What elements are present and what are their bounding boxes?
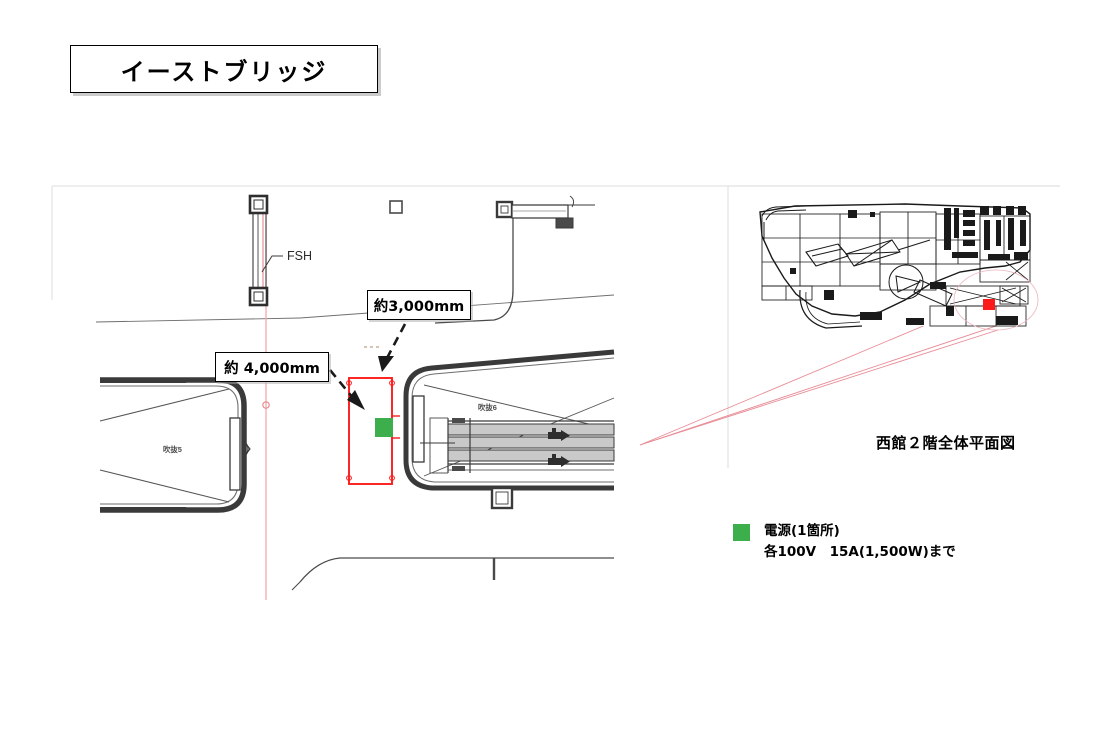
plan-frame	[51, 185, 729, 468]
column-marker-top	[389, 200, 403, 214]
inset-caption: 西館２階全体平面図	[876, 434, 1016, 452]
callout-leader-arrows	[328, 323, 407, 399]
escalator-direction-arrow	[548, 454, 570, 467]
power-outlet-marker	[375, 418, 393, 437]
dimension-callout-3000-label: 約3,000mm	[373, 298, 465, 315]
label-void-right: 吹抜6	[478, 403, 497, 412]
power-legend-line1: 電源(1箇所)	[764, 523, 840, 539]
power-legend-line2: 各100V 15A(1,500W)まで	[764, 543, 956, 560]
inset-floor-plan	[742, 196, 1040, 331]
power-legend: 電源(1箇所) 各100V 15A(1,500W)まで	[733, 521, 956, 563]
dimension-callout-4000: 約 4,000mm	[215, 352, 329, 382]
upper-right-wall	[495, 195, 595, 229]
label-fsh: FSH	[287, 249, 312, 263]
centerline-node	[262, 401, 270, 409]
power-legend-swatch	[733, 524, 750, 541]
escalator-direction-arrow	[548, 428, 570, 441]
lower-wall	[291, 557, 614, 591]
dimension-callout-4000-label: 約 4,000mm	[224, 360, 320, 377]
inset-location-marker	[983, 299, 995, 310]
dimension-callout-3000: 約3,000mm	[367, 290, 471, 320]
void-structure-left	[99, 377, 251, 513]
page-title: イーストブリッジ	[120, 57, 328, 86]
callout-arrowheads	[347, 356, 394, 410]
label-void-left: 吹抜5	[163, 445, 182, 454]
page-title-box: イーストブリッジ	[70, 45, 378, 93]
escalator-runs	[420, 417, 615, 474]
plan-guidelines	[95, 294, 615, 323]
sweeping-curve-upper	[434, 218, 514, 324]
upper-left-wall	[248, 194, 283, 307]
void-structure-right	[403, 349, 615, 510]
